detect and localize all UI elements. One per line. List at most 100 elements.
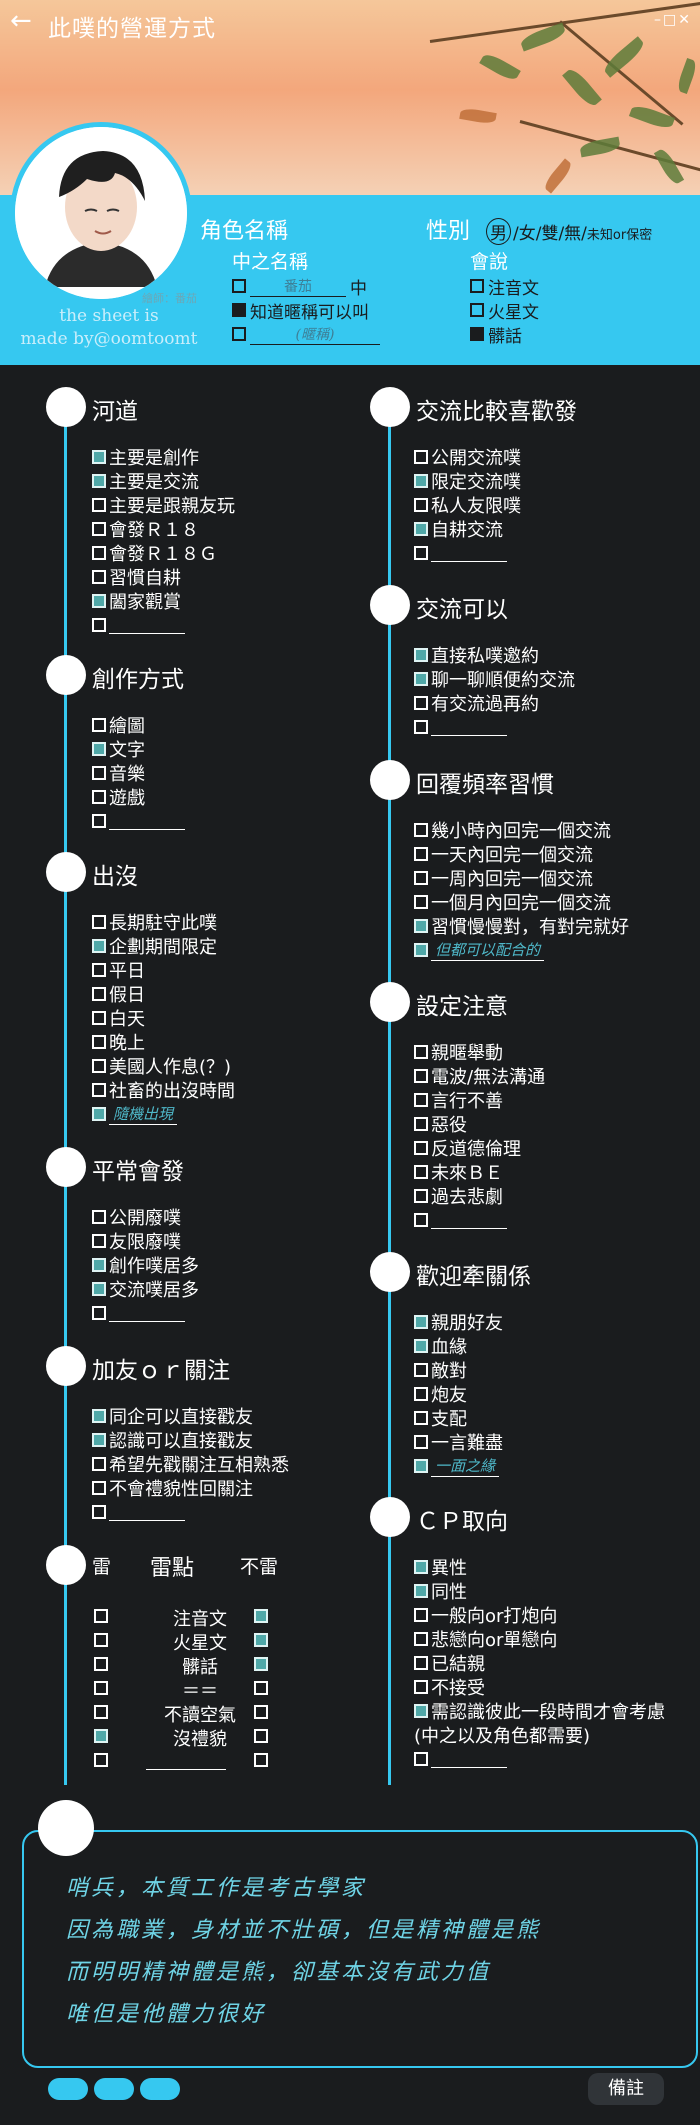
- checkbox[interactable]: [414, 672, 428, 686]
- list-item[interactable]: 幾小時內回完一個交流: [414, 818, 611, 842]
- checkbox[interactable]: [414, 1165, 428, 1179]
- checkbox[interactable]: [414, 1656, 428, 1670]
- checkbox[interactable]: [414, 1117, 428, 1131]
- thunder-checkbox[interactable]: [94, 1753, 108, 1767]
- nickname-ok-checkbox[interactable]: [232, 303, 246, 317]
- list-item[interactable]: 一般向or打炮向: [414, 1603, 557, 1627]
- list-item[interactable]: [414, 715, 507, 739]
- blank-line[interactable]: [109, 812, 185, 830]
- list-item[interactable]: 遊戲: [92, 785, 145, 809]
- list-item[interactable]: 會發Ｒ１８: [92, 517, 199, 541]
- list-item[interactable]: 創作噗居多: [92, 1253, 199, 1277]
- list-item[interactable]: 但都可以配合的: [414, 938, 545, 962]
- list-item[interactable]: 主要是創作: [92, 445, 199, 469]
- list-item[interactable]: [92, 809, 185, 833]
- list-item[interactable]: 私人友限噗: [414, 493, 521, 517]
- list-item[interactable]: [92, 613, 185, 637]
- list-item[interactable]: 同企可以直接戳友: [92, 1404, 253, 1428]
- checkbox[interactable]: [414, 1213, 428, 1227]
- checkbox[interactable]: [414, 919, 428, 933]
- checkbox[interactable]: [92, 987, 106, 1001]
- list-item[interactable]: 一周內回完一個交流: [414, 866, 593, 890]
- checkbox[interactable]: [92, 1505, 106, 1519]
- memo-button[interactable]: 備註: [588, 2073, 664, 2105]
- list-item[interactable]: 直接私噗邀約: [414, 643, 539, 667]
- list-item[interactable]: [92, 1500, 185, 1524]
- checkbox[interactable]: [92, 1083, 106, 1097]
- list-item[interactable]: 假日: [92, 982, 145, 1006]
- not-thunder-checkbox[interactable]: [254, 1657, 268, 1671]
- checkbox[interactable]: [414, 1752, 428, 1766]
- checkbox[interactable]: [414, 1339, 428, 1353]
- thunder-checkbox[interactable]: [94, 1609, 108, 1623]
- thunder-checkbox[interactable]: [94, 1681, 108, 1695]
- nickname-checkbox[interactable]: [232, 327, 246, 341]
- not-thunder-checkbox[interactable]: [254, 1609, 268, 1623]
- list-item[interactable]: 自耕交流: [414, 517, 503, 541]
- list-item[interactable]: 支配: [414, 1406, 467, 1430]
- blank-line[interactable]: [431, 1750, 507, 1768]
- checkbox[interactable]: [414, 522, 428, 536]
- not-thunder-checkbox[interactable]: [254, 1753, 268, 1767]
- checkbox[interactable]: [414, 871, 428, 885]
- checkbox[interactable]: [92, 1011, 106, 1025]
- list-item[interactable]: 認識可以直接戳友: [92, 1428, 253, 1452]
- list-item[interactable]: 一個月內回完一個交流: [414, 890, 611, 914]
- nickname-ok-row[interactable]: 知道暱稱可以叫: [232, 298, 369, 323]
- list-item[interactable]: 白天: [92, 1006, 145, 1030]
- checkbox[interactable]: [414, 450, 428, 464]
- checkbox[interactable]: [92, 570, 106, 584]
- checkbox[interactable]: [92, 1282, 106, 1296]
- checkbox[interactable]: [92, 450, 106, 464]
- list-item[interactable]: 社畜的出沒時間: [92, 1078, 235, 1102]
- checkbox[interactable]: [414, 1680, 428, 1694]
- nickname-row[interactable]: (暱稱): [232, 322, 380, 346]
- checkbox[interactable]: [414, 1189, 428, 1203]
- checkbox[interactable]: [92, 1481, 106, 1495]
- checkbox[interactable]: [92, 915, 106, 929]
- list-item[interactable]: [414, 541, 507, 565]
- checkbox[interactable]: [92, 1457, 106, 1471]
- checkbox[interactable]: [92, 474, 106, 488]
- list-item[interactable]: 異性: [414, 1555, 467, 1579]
- blank-line[interactable]: [431, 544, 507, 562]
- lang-checkbox[interactable]: [470, 327, 484, 341]
- list-item[interactable]: [92, 1301, 185, 1325]
- not-thunder-checkbox[interactable]: [254, 1729, 268, 1743]
- list-item[interactable]: 主要是交流: [92, 469, 199, 493]
- gender-selected[interactable]: 男: [486, 218, 511, 245]
- checkbox[interactable]: [414, 1069, 428, 1083]
- list-item[interactable]: 不接受: [414, 1675, 485, 1699]
- thunder-checkbox[interactable]: [94, 1729, 108, 1743]
- page-dot[interactable]: [140, 2078, 180, 2100]
- checkbox[interactable]: [414, 847, 428, 861]
- checkbox[interactable]: [414, 1560, 428, 1574]
- list-item[interactable]: 悲戀向or單戀向: [414, 1627, 557, 1651]
- checkbox[interactable]: [414, 474, 428, 488]
- list-item[interactable]: 惡役: [414, 1112, 467, 1136]
- blank-line[interactable]: [431, 1211, 507, 1229]
- back-arrow-icon[interactable]: ←: [10, 6, 32, 36]
- checkbox[interactable]: [92, 939, 106, 953]
- checkbox[interactable]: [92, 618, 106, 632]
- list-item[interactable]: 同性: [414, 1579, 467, 1603]
- page-dot[interactable]: [48, 2078, 88, 2100]
- checkbox[interactable]: [414, 498, 428, 512]
- list-item[interactable]: 音樂: [92, 761, 145, 785]
- checkbox[interactable]: [92, 594, 106, 608]
- list-item[interactable]: 一面之緣: [414, 1454, 500, 1478]
- checkbox[interactable]: [414, 1387, 428, 1401]
- list-item[interactable]: 企劃期間限定: [92, 934, 217, 958]
- list-item[interactable]: 交流噗居多: [92, 1277, 199, 1301]
- list-item[interactable]: 長期駐守此噗: [92, 910, 217, 934]
- list-item[interactable]: 主要是跟親友玩: [92, 493, 235, 517]
- not-thunder-checkbox[interactable]: [254, 1705, 268, 1719]
- gender-options[interactable]: 男/女/雙/無/未知or保密: [486, 218, 652, 245]
- checkbox[interactable]: [92, 1409, 106, 1423]
- checkbox[interactable]: [92, 790, 106, 804]
- checkbox[interactable]: [414, 1584, 428, 1598]
- checkbox[interactable]: [92, 1234, 106, 1248]
- checkbox[interactable]: [414, 1363, 428, 1377]
- checkbox[interactable]: [414, 1435, 428, 1449]
- list-item[interactable]: 繪圖: [92, 713, 145, 737]
